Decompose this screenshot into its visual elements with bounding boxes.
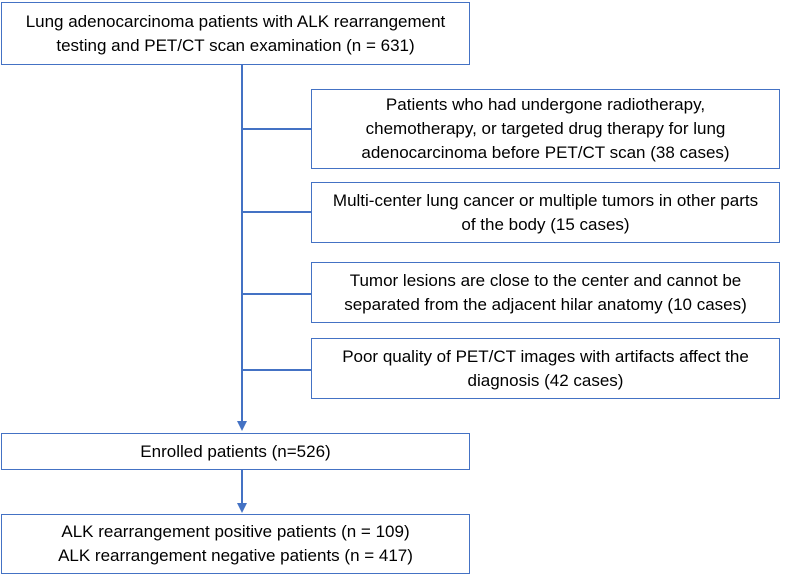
exclusion-1-line-1: Patients who had undergone radiotherapy, xyxy=(385,95,706,114)
outcome-line-1: ALK rearrangement positive patients (n =… xyxy=(61,522,410,541)
enrolled-line-1: Enrolled patients (n=526) xyxy=(140,441,331,461)
outcome-box: ALK rearrangement positive patients (n =… xyxy=(1,514,470,574)
exclusion-1-line-3: adenocarcinoma before PET/CT scan (38 ca… xyxy=(361,143,730,162)
initial-cohort-box: Lung adenocarcinoma patients with ALK re… xyxy=(1,2,470,65)
exclusion-3-line-2: separated from the adjacent hilar anatom… xyxy=(344,294,747,314)
exclusion-box-1: Patients who had undergone radiotherapy,… xyxy=(311,89,780,169)
exclusion-1-line-2: chemotherapy, or targeted drug therapy f… xyxy=(365,119,726,138)
exclusion-2-line-1: Multi-center lung cancer or multiple tum… xyxy=(332,190,759,210)
exclusion-4-line-1: Poor quality of PET/CT images with artif… xyxy=(342,346,749,366)
exclusion-box-2: Multi-center lung cancer or multiple tum… xyxy=(311,182,780,243)
exclusion-box-4: Poor quality of PET/CT images with artif… xyxy=(311,338,780,399)
initial-cohort-line-1: Lung adenocarcinoma patients with ALK re… xyxy=(25,11,446,31)
enrolled-box: Enrolled patients (n=526) xyxy=(1,433,470,470)
outcome-line-2: ALK rearrangement negative patients (n =… xyxy=(58,546,413,565)
exclusion-4-line-2: diagnosis (42 cases) xyxy=(467,370,624,390)
initial-cohort-line-2: testing and PET/CT scan examination (n =… xyxy=(56,35,415,55)
exclusion-3-line-1: Tumor lesions are close to the center an… xyxy=(349,270,742,290)
exclusion-2-line-2: of the body (15 cases) xyxy=(461,214,630,234)
exclusion-box-3: Tumor lesions are close to the center an… xyxy=(311,262,780,323)
